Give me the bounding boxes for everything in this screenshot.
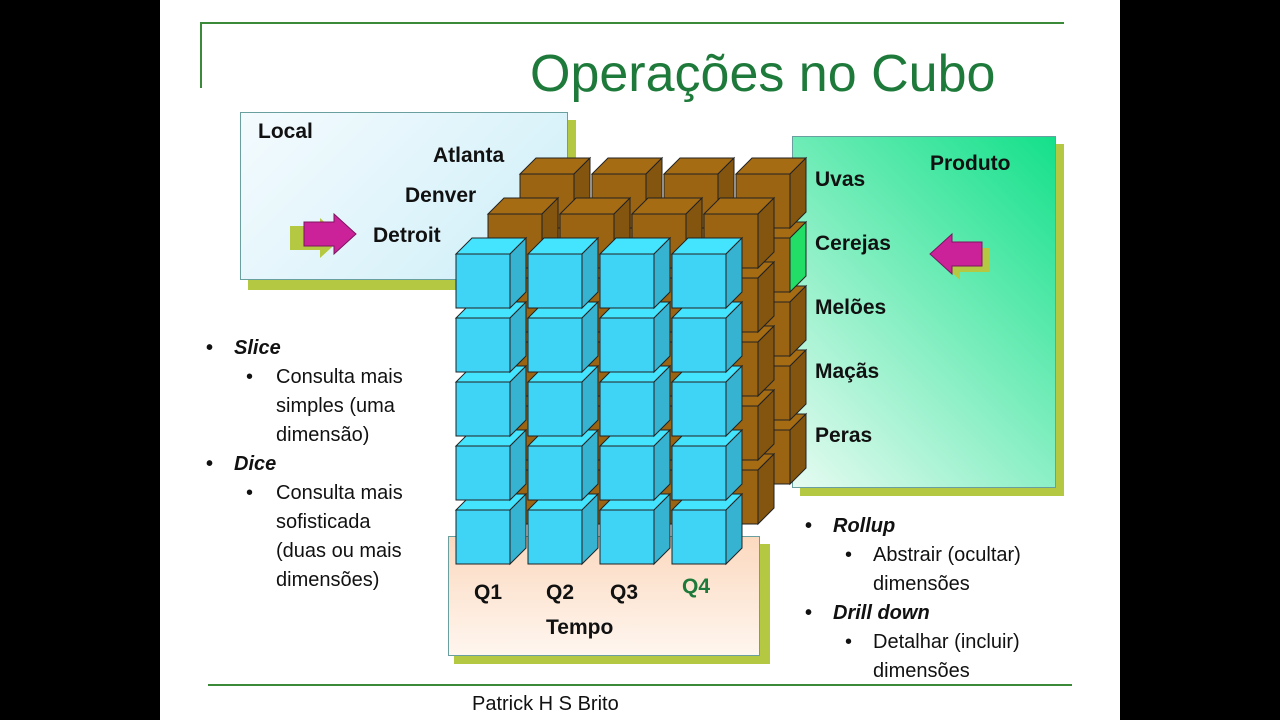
produto-macas: Maçãs: [815, 360, 880, 383]
cube-cell-front: [670, 236, 744, 310]
cube-cell-front: [598, 300, 672, 374]
cube-cell-front: [598, 364, 672, 438]
arrow-left-icon: [929, 232, 990, 280]
produto-cerejas: Cerejas: [815, 232, 891, 255]
cube-cell-front: [670, 428, 744, 502]
local-atlanta: Atlanta: [433, 144, 505, 167]
produto-label: Produto: [930, 152, 1011, 175]
bullet-term: Rollup: [833, 512, 1093, 541]
cube-cell-front: [526, 236, 600, 310]
cube-cell-front: [526, 428, 600, 502]
produto-uvas: Uvas: [815, 168, 866, 191]
cube-cell-front: [454, 236, 528, 310]
tempo-q3: Q3: [610, 581, 639, 604]
cube-cell-front: [598, 492, 672, 566]
footer-rule: [208, 684, 1072, 686]
produto-box: [792, 136, 1056, 488]
local-detroit: Detroit: [373, 224, 441, 247]
produto-meloes: Melões: [815, 296, 887, 319]
bullet-term: Drill down: [833, 599, 1093, 628]
produto-peras: Peras: [815, 424, 873, 447]
slide: Operações no Cubo Local Atlanta Denver D…: [160, 0, 1120, 720]
cube-cell-front: [670, 492, 744, 566]
tempo-q4: Q4: [682, 575, 711, 598]
tempo-q1: Q1: [474, 581, 503, 604]
cube-cell-front: [454, 300, 528, 374]
cube-cell-front: [454, 364, 528, 438]
cube-cell-front: [670, 364, 744, 438]
cube-cell-front: [454, 428, 528, 502]
bullet-rollup: Rollup Abstrair (ocultar)dimensões: [833, 512, 1093, 599]
arrow-right-icon: [290, 212, 357, 258]
local-denver: Denver: [405, 184, 477, 207]
right-bullets: Rollup Abstrair (ocultar)dimensões Drill…: [833, 512, 1093, 686]
cube-cell-front: [526, 364, 600, 438]
cube-cell-front: [526, 492, 600, 566]
slide-title: Operações no Cubo: [530, 45, 996, 103]
cube-cell-front: [526, 300, 600, 374]
tempo-q2: Q2: [546, 581, 575, 604]
local-label: Local: [258, 120, 313, 143]
bullet-term: Slice: [234, 334, 444, 363]
bullet-drill-down: Drill down Detalhar (incluir)dimensões: [833, 599, 1093, 686]
left-rule: [200, 22, 202, 88]
bullet-desc: Detalhar (incluir)dimensões: [833, 628, 1093, 686]
tempo-label: Tempo: [546, 616, 614, 639]
bullet-term: Dice: [234, 450, 444, 479]
cube-cell-front: [598, 236, 672, 310]
cube-cell-front: [670, 300, 744, 374]
footer-author: Patrick H S Brito: [472, 693, 619, 715]
cube-cell-front: [598, 428, 672, 502]
top-rule: [200, 22, 1064, 24]
cube-cell-front: [454, 492, 528, 566]
bullet-desc: Abstrair (ocultar)dimensões: [833, 541, 1093, 599]
data-cube: [454, 156, 808, 566]
